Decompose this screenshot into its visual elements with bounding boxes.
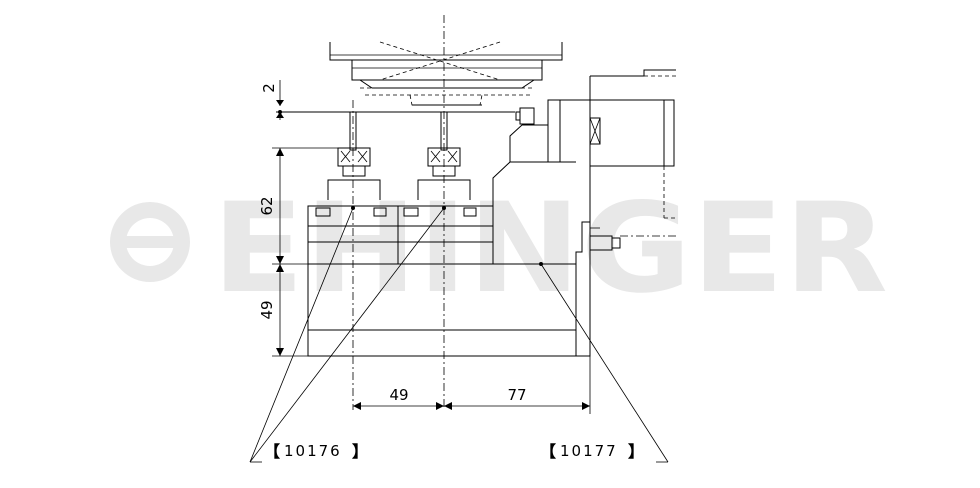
dimension-height-lower-label: 49 — [258, 300, 276, 319]
dimension-height-upper-label: 62 — [258, 196, 276, 215]
watermark: EHINGER — [110, 177, 888, 321]
dimension-gap: 2 — [260, 80, 284, 120]
part-ref-right-label: 10177 — [560, 442, 618, 460]
dimension-width-right-label: 77 — [507, 386, 526, 404]
svg-text:【: 【 — [264, 442, 280, 461]
dimension-width-left-label: 49 — [389, 386, 408, 404]
dimension-height-lower: 49 — [258, 264, 308, 357]
ejector-pin-right — [417, 111, 471, 200]
leader-lines — [249, 206, 669, 463]
dimension-gap-label: 2 — [260, 83, 278, 93]
svg-text:】: 】 — [628, 442, 644, 461]
part-ref-left-label: 10176 — [284, 442, 342, 460]
base-plate — [307, 263, 577, 357]
dimension-height-upper: 62 — [258, 147, 340, 265]
ejector-pin-left — [327, 111, 381, 200]
svg-text:【: 【 — [540, 442, 556, 461]
top-press-plate — [329, 41, 563, 106]
part-ref-left: 【 10176 】 — [264, 442, 368, 461]
part-ref-right: 【 10177 】 — [540, 442, 644, 461]
svg-text:】: 】 — [352, 442, 368, 461]
watermark-logo-icon — [110, 202, 190, 282]
dimension-widths: 49 77 — [353, 356, 591, 414]
watermark-text: EHINGER — [212, 177, 888, 321]
